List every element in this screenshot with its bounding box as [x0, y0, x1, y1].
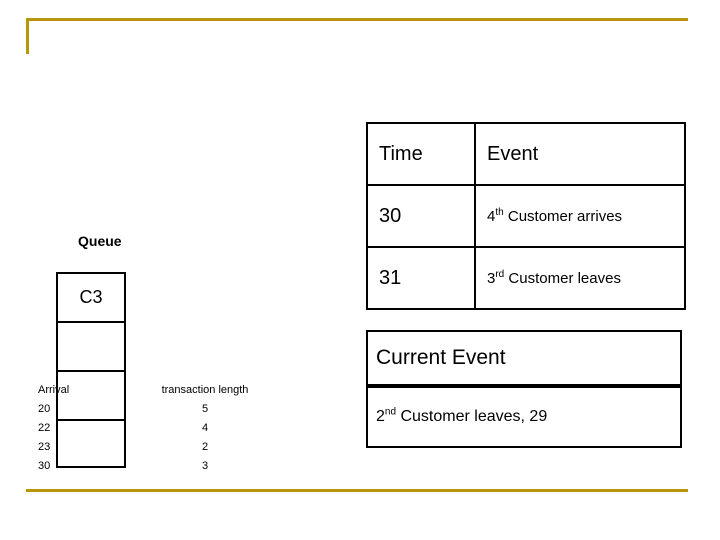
header-label-event: Event	[487, 142, 539, 165]
event-desc-value: 4th Customer arrives	[487, 206, 623, 225]
decorative-frame-bottom-line	[26, 489, 688, 492]
queue-cell-0: C3	[56, 272, 126, 321]
arrival-table: Arrival transaction length 20 5 22 4 23 …	[38, 381, 260, 476]
arrival-header: Arrival	[38, 384, 70, 396]
event-time-cell: 30	[366, 184, 476, 248]
current-event-title-box: Current Event	[366, 330, 682, 386]
queue-label: Queue	[78, 233, 122, 249]
table-row: 20 5	[38, 400, 260, 419]
event-table-header-time: Time	[366, 122, 476, 186]
transaction-length-value: 5	[201, 403, 209, 415]
table-row: 30 3	[38, 457, 260, 476]
table-row: 22 4	[38, 419, 260, 438]
event-table-header-event: Event	[474, 122, 686, 186]
table-row: 23 2	[38, 438, 260, 457]
arrival-value: 22	[38, 422, 51, 434]
arrival-value: 20	[38, 403, 51, 415]
transaction-length-value: 3	[201, 460, 209, 472]
event-table: Time Event 30 4th Customer arrives 31 3r…	[366, 122, 686, 310]
queue-cell-2	[56, 370, 126, 419]
table-row: 31 3rd Customer leaves	[366, 246, 686, 310]
decorative-frame-top-line	[26, 18, 688, 21]
current-event-value-box: 2nd Customer leaves, 29	[366, 386, 682, 448]
event-desc-value: 3rd Customer leaves	[487, 268, 621, 287]
transaction-length-value: 4	[201, 422, 209, 434]
event-time-value: 30	[379, 204, 402, 227]
queue-cell-3	[56, 419, 126, 468]
event-time-value: 31	[379, 266, 402, 289]
queue-stack: C3	[56, 272, 126, 468]
queue-cell-1	[56, 321, 126, 370]
table-header-row: Arrival transaction length	[38, 381, 260, 400]
arrival-value: 23	[38, 441, 51, 453]
event-desc-cell: 3rd Customer leaves	[474, 246, 686, 310]
decorative-frame-left-line	[26, 18, 29, 54]
table-header-row: Time Event	[366, 122, 686, 186]
transaction-length-value: 2	[201, 441, 209, 453]
table-row: 30 4th Customer arrives	[366, 184, 686, 248]
current-event-value: 2nd Customer leaves, 29	[376, 406, 548, 425]
arrival-value: 30	[38, 460, 51, 472]
event-time-cell: 31	[366, 246, 476, 310]
header-label-time: Time	[379, 142, 423, 165]
event-desc-cell: 4th Customer arrives	[474, 184, 686, 248]
current-event-title: Current Event	[376, 346, 506, 369]
transaction-length-header: transaction length	[161, 384, 249, 396]
